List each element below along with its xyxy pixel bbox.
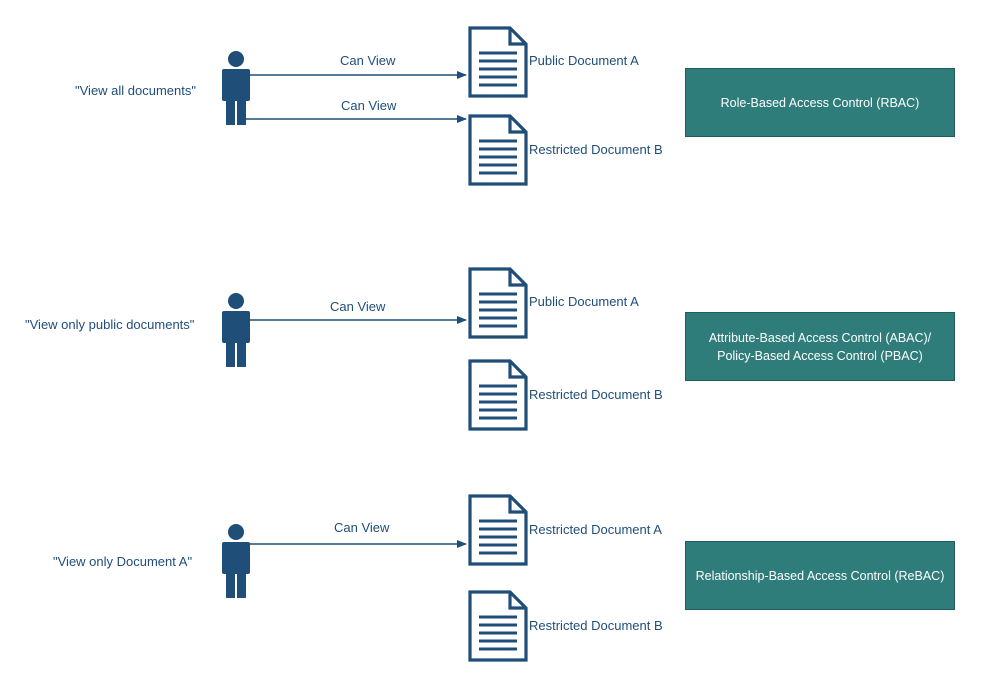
document-label: Restricted Document B bbox=[529, 387, 663, 402]
model-box: Relationship-Based Access Control (ReBAC… bbox=[685, 541, 955, 610]
edge-label: Can View bbox=[340, 53, 396, 68]
document-icon bbox=[468, 267, 528, 339]
document-label: Public Document A bbox=[529, 294, 639, 309]
document-icon bbox=[468, 590, 528, 662]
model-label: Role-Based Access Control (RBAC) bbox=[720, 95, 920, 110]
request-label: "View only public documents" bbox=[25, 317, 195, 332]
document-label: Restricted Document B bbox=[529, 142, 663, 157]
scenario-1 bbox=[222, 26, 528, 186]
document-icon bbox=[468, 26, 528, 98]
document-icon bbox=[468, 114, 528, 186]
model-label: Relationship-Based Access Control (ReBAC… bbox=[695, 568, 945, 583]
document-icon bbox=[468, 494, 528, 566]
model-label-line-2: Policy-Based Access Control (PBAC) bbox=[717, 348, 923, 363]
edge-label: Can View bbox=[334, 520, 390, 535]
scenario-2 bbox=[222, 267, 528, 431]
request-label: "View all documents" bbox=[75, 83, 196, 98]
scenario-3 bbox=[222, 494, 528, 662]
person-icon bbox=[222, 51, 250, 125]
edge-label: Can View bbox=[330, 299, 386, 314]
document-label: Public Document A bbox=[529, 53, 639, 68]
person-icon bbox=[222, 293, 250, 367]
document-label: Restricted Document A bbox=[529, 522, 662, 537]
model-label-line-1: Attribute-Based Access Control (ABAC)/ bbox=[708, 330, 932, 345]
document-label: Restricted Document B bbox=[529, 618, 663, 633]
request-label: "View only Document A" bbox=[53, 554, 193, 569]
model-box: Role-Based Access Control (RBAC) bbox=[685, 68, 955, 137]
person-icon bbox=[222, 524, 250, 598]
edge-label: Can View bbox=[341, 98, 397, 113]
document-icon bbox=[468, 359, 528, 431]
model-box: Attribute-Based Access Control (ABAC)/ P… bbox=[685, 312, 955, 381]
